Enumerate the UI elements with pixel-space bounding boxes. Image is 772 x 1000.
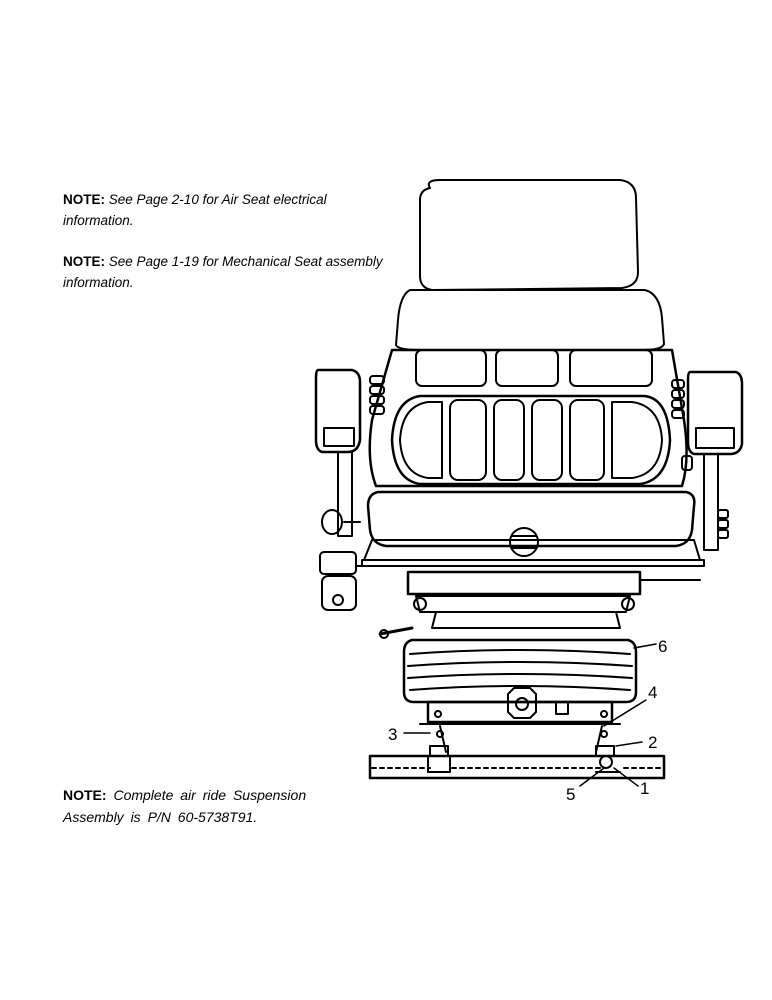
mounting-brackets — [429, 725, 615, 757]
seatbelt-reel — [319, 551, 385, 611]
note-text: See Page 1-19 for Mechanical Seat assemb… — [63, 254, 383, 290]
leader-lines — [403, 643, 657, 787]
note-label: NOTE: — [63, 192, 105, 207]
callout-5: 5 — [566, 785, 575, 804]
headrest — [419, 179, 639, 291]
callout-4: 4 — [648, 683, 657, 702]
note-text: Complete air ride Suspension Assembly is… — [63, 787, 307, 825]
floor-rail — [368, 754, 666, 780]
callout-3: 3 — [388, 725, 397, 744]
note-label: NOTE: — [63, 254, 105, 269]
note-suspension-assembly: NOTE: Complete air ride Suspension Assem… — [63, 784, 363, 828]
slide-base — [406, 570, 701, 613]
callout-6: 6 — [658, 637, 667, 656]
callout-2: 2 — [648, 733, 657, 752]
backrest-upper — [395, 289, 665, 351]
seat-cushion — [361, 490, 705, 567]
air-bellows — [402, 638, 638, 704]
note-mechanical-seat: NOTE: See Page 1-19 for Mechanical Seat … — [63, 251, 383, 293]
armrest-right — [671, 370, 744, 551]
note-label: NOTE: — [63, 787, 107, 803]
suspension-mechanism — [378, 611, 621, 639]
note-air-seat-electrical: NOTE: See Page 2-10 for Air Seat electri… — [63, 189, 383, 231]
note-text: See Page 2-10 for Air Seat electrical in… — [63, 192, 327, 228]
backrest — [368, 348, 688, 488]
callout-1: 1 — [640, 779, 649, 798]
armrest-left — [314, 368, 385, 537]
suspension-base — [419, 687, 621, 725]
